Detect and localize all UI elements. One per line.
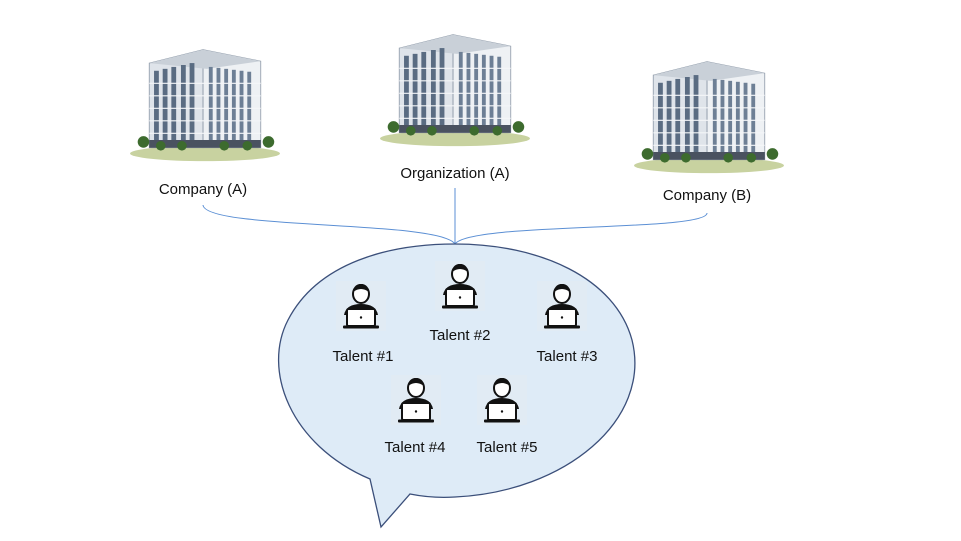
person-at-laptop-icon (537, 281, 587, 331)
office-building-icon (379, 34, 531, 147)
talent-3-label: Talent #3 (536, 348, 598, 365)
company-b-label: Company (B) (662, 187, 752, 204)
office-building-icon (129, 49, 281, 162)
person-at-laptop-icon (435, 261, 485, 311)
person-at-laptop-icon (391, 375, 441, 425)
talent-1-label: Talent #1 (332, 348, 394, 365)
talent-4-label: Talent #4 (384, 439, 446, 456)
person-at-laptop-icon (477, 375, 527, 425)
office-building-icon (633, 61, 785, 174)
connector-company-b (454, 212, 708, 245)
connector-company-a (202, 204, 456, 245)
company-a-label: Company (A) (158, 181, 248, 198)
connector-lines (202, 188, 708, 245)
person-at-laptop-icon (336, 281, 386, 331)
talent-2-label: Talent #2 (429, 327, 491, 344)
organization-a-label: Organization (A) (400, 165, 510, 182)
talent-5-label: Talent #5 (476, 439, 538, 456)
